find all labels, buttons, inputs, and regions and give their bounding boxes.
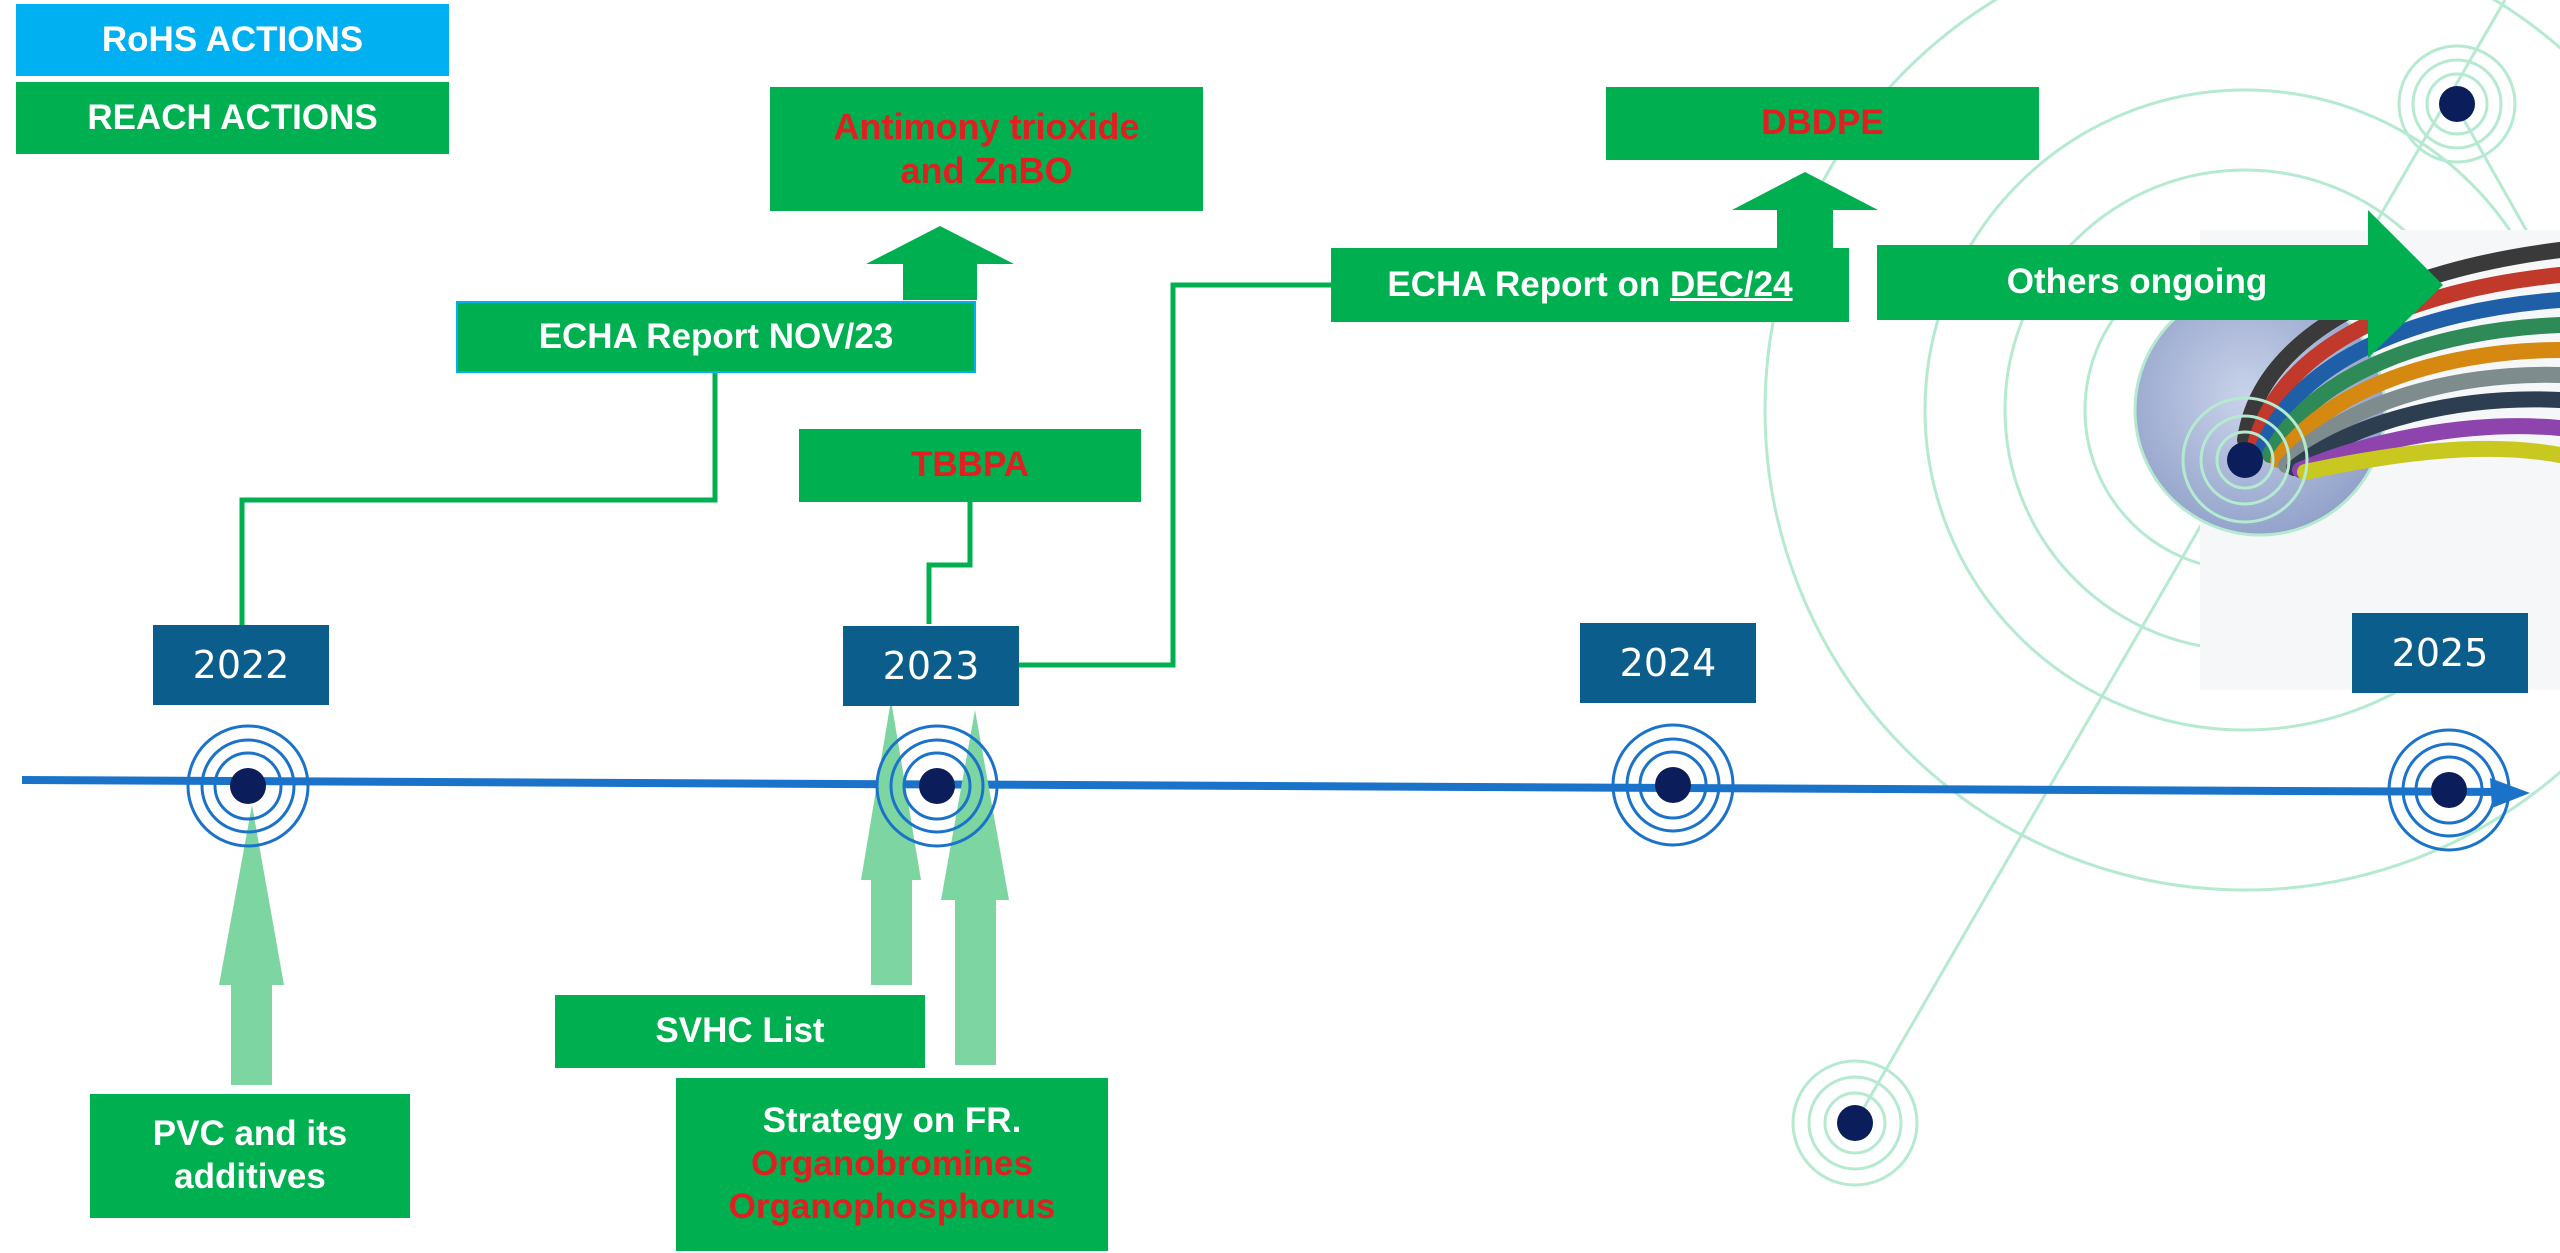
antimony-line2: and ZnBO xyxy=(900,150,1073,191)
arrows-to-axis xyxy=(219,700,1009,1085)
year-2025: 2025 xyxy=(2352,613,2528,693)
box-echa-report-dec24: ECHA Report on DEC/24 xyxy=(1331,248,1849,322)
svhc-label: SVHC List xyxy=(655,1011,825,1051)
arrow-pvc xyxy=(219,805,284,1085)
connector-lines xyxy=(239,282,1332,668)
pvc-line1: PVC and its xyxy=(152,1114,348,1154)
legend-rohs: RoHS ACTIONS xyxy=(16,4,449,76)
arrow-up-antimony xyxy=(866,226,1014,300)
echa-dec-date: DEC/24 xyxy=(1670,264,1793,304)
decor-node-bottom xyxy=(1791,1059,1919,1187)
legend-reach: REACH ACTIONS xyxy=(16,82,449,154)
decor-node-middle xyxy=(2181,396,2309,524)
antimony-line1: Antimony trioxide xyxy=(833,106,1140,148)
box-tbbpa: TBBPA xyxy=(799,429,1141,502)
box-dbdpe: DBDPE xyxy=(1606,87,2039,160)
node-2024 xyxy=(1611,723,1735,847)
box-antimony-znbo: Antimony trioxide and ZnBO xyxy=(770,87,1203,211)
strategy-line1: Strategy on FR. xyxy=(762,1101,1022,1141)
arrow-svhc xyxy=(861,700,921,985)
others-label: Others ongoing xyxy=(2006,262,2268,302)
pvc-line2: additives xyxy=(174,1157,326,1196)
node-2023 xyxy=(875,724,999,848)
box-strategy-fr: Strategy on FR. Organobromines Organopho… xyxy=(676,1078,1108,1251)
node-2022 xyxy=(186,724,310,848)
arrow-up-dbdpe xyxy=(1732,172,1878,248)
strategy-line3: Organophosphorus xyxy=(728,1186,1056,1226)
strategy-line2: Organobromines xyxy=(751,1144,1033,1184)
decor-node-top xyxy=(2397,44,2517,164)
node-2025 xyxy=(2387,728,2511,852)
arrow-strategy xyxy=(941,710,1009,1065)
others-ongoing-label: Others ongoing xyxy=(1877,245,2397,320)
box-pvc-additives: PVC and its additives xyxy=(90,1094,410,1218)
echa-nov-label: ECHA Report NOV/23 xyxy=(538,316,894,356)
timeline-axis xyxy=(21,776,2530,808)
tbbpa-label: TBBPA xyxy=(911,445,1029,485)
box-echa-report-nov23: ECHA Report NOV/23 xyxy=(456,301,976,373)
box-svhc-list: SVHC List xyxy=(555,995,925,1068)
year-2022: 2022 xyxy=(153,625,329,705)
year-2024: 2024 xyxy=(1580,623,1756,703)
others-ongoing-arrow xyxy=(1877,210,2443,358)
year-2023: 2023 xyxy=(843,626,1019,706)
echa-dec-prefix: ECHA Report on xyxy=(1387,264,1661,304)
arrows-up xyxy=(866,172,1878,300)
dbdpe-label: DBDPE xyxy=(1761,103,1884,143)
legend-reach-label: REACH ACTIONS xyxy=(87,97,378,137)
legend-rohs-label: RoHS ACTIONS xyxy=(101,19,364,59)
